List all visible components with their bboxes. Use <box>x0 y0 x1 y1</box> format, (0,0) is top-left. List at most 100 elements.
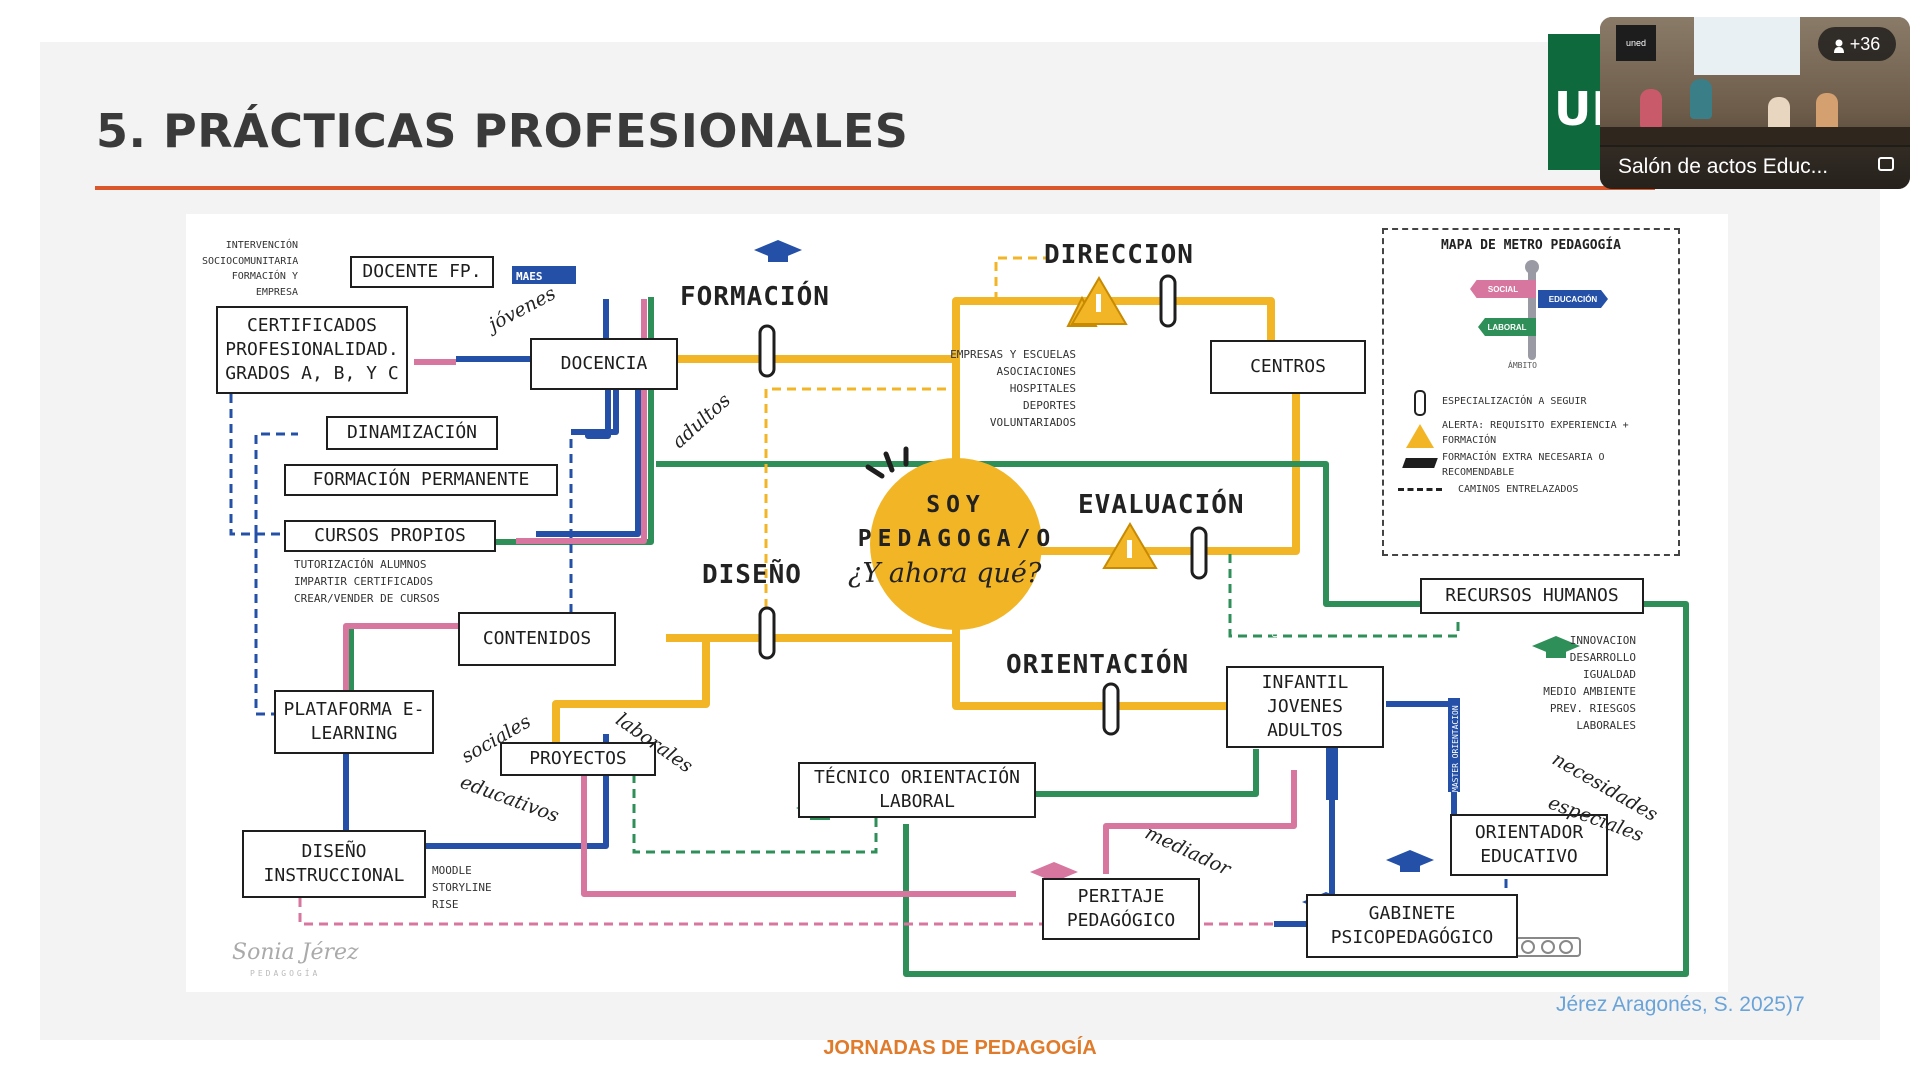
text-empresas: EMPRESAS Y ESCUELAS ASOCIACIONES HOSPITA… <box>950 348 1076 430</box>
box-cursos-propios: CURSOS PROPIOS <box>284 520 496 552</box>
capsule-group <box>758 274 1208 736</box>
legend-especializacion: ESPECIALIZACIÓN A SEGUIR <box>1442 396 1587 407</box>
sign-educacion: EDUCACIÓN <box>1538 290 1608 308</box>
heading-formacion: FORMACIÓN <box>680 282 830 312</box>
center-line1: SOY <box>926 492 986 518</box>
dashed-blue-plataforma <box>254 534 276 716</box>
dashed-yellow-diseno <box>764 387 956 638</box>
capsule-direccion <box>1159 274 1177 328</box>
video-room-table <box>1600 127 1910 147</box>
heading-orientacion: ORIENTACIÓN <box>1006 650 1190 680</box>
uned-logo-text: UI <box>1554 82 1609 136</box>
box-proyectos: PROYECTOS <box>500 742 656 776</box>
box-gabinete: GABINETE PSICOPEDAGÓGICO <box>1306 894 1518 958</box>
cap-recursos <box>1532 636 1580 658</box>
blue-line-x <box>585 359 611 439</box>
participants-badge[interactable]: +36 <box>1818 27 1896 61</box>
video-room-panel: uned <box>1616 25 1656 61</box>
master-orientacion-tag <box>1448 698 1460 792</box>
maes-tag <box>512 266 576 284</box>
box-contenidos: CONTENIDOS <box>458 612 616 666</box>
box-peritaje: PERITAJE PEDAGÓGICO <box>1042 878 1200 940</box>
sign-pole <box>1528 264 1536 360</box>
video-caption: Salón de actos Educ... <box>1600 145 1910 189</box>
slide-title: 5. PRÁCTICAS PROFESIONALES <box>96 104 909 158</box>
heading-diseno: DISEÑO <box>702 560 802 590</box>
heading-direccion: DIRECCION <box>1044 240 1194 270</box>
legend-alerta: ALERTA: REQUISITO EXPERIENCIA + FORMACIÓ… <box>1442 420 1629 446</box>
cap-maes <box>754 240 802 262</box>
video-person <box>1640 89 1662 129</box>
legend-cap-icon <box>1402 458 1438 468</box>
capsule-evaluacion <box>1190 526 1208 580</box>
text-intervencion: INTERVENCIÓN SOCIOCOMUNITARIA FORMACIÓN … <box>202 240 299 298</box>
text-innovacion: INNOVACION DESARROLLO IGUALDAD MEDIO AMB… <box>1543 634 1636 733</box>
video-tile[interactable]: uned +36 Salón de actos Educ... <box>1600 17 1910 189</box>
dashed-blue-dinamizacion <box>254 432 298 534</box>
video-person <box>1816 93 1838 133</box>
text-tutorizacion: TUTORIZACIÓN ALUMNOS IMPARTIR CERTIFICAD… <box>294 558 440 606</box>
box-plataforma: PLATAFORMA E-LEARNING <box>274 690 434 754</box>
blue-line-orientador <box>1386 701 1457 824</box>
green-line-tecnico <box>1034 749 1259 797</box>
sign-ambito: ÁMBITO <box>1508 361 1537 370</box>
uned-logo-strip: UI <box>1548 34 1608 170</box>
alert-group <box>1066 276 1158 569</box>
box-diseno-instruccional: DISEÑO INSTRUCCIONAL <box>242 830 426 898</box>
legend-capsule-icon <box>1414 390 1426 416</box>
metro-map: INTERVENCIÓN SOCIOCOMUNITARIA FORMACIÓN … <box>186 214 1728 992</box>
heading-evaluacion: EVALUACIÓN <box>1078 490 1245 520</box>
citation: Jérez Aragonés, S. 2025)7 <box>1556 993 1805 1016</box>
box-docencia: DOCENCIA <box>530 338 678 390</box>
box-tecnico-orientacion: TÉCNICO ORIENTACIÓN LABORAL <box>798 762 1036 818</box>
dashed-yellow-direccion <box>994 256 1046 301</box>
text-master-orientacion: MASTER ORIENTACION <box>1451 705 1460 792</box>
box-recursos-humanos: RECURSOS HUMANOS <box>1420 578 1644 614</box>
dashed-line-group <box>229 256 1508 938</box>
box-dinamizacion: DINAMIZACIÓN <box>326 416 498 450</box>
capsule-orientacion <box>1102 682 1120 736</box>
dashed-pink-bottom <box>298 898 1276 926</box>
dashed-blue-left <box>229 364 284 536</box>
capsule-formacion <box>758 324 776 378</box>
participants-count: +36 <box>1849 33 1881 54</box>
pink-line-docencia <box>516 299 647 544</box>
capsule-diseno <box>758 606 776 660</box>
yellow-line-proyectos <box>552 638 710 762</box>
text-moodle: MOODLE STORYLINE RISE <box>432 864 492 912</box>
box-formacion-permanente: FORMACIÓN PERMANENTE <box>284 464 558 496</box>
cap-orientador <box>1386 850 1434 872</box>
center-circle <box>870 458 1042 630</box>
text-maes: MAES <box>516 270 543 283</box>
pin-icon[interactable] <box>1878 157 1894 171</box>
box-orientador: ORIENTADOR EDUCATIVO <box>1450 814 1608 876</box>
center-sparks <box>865 446 909 479</box>
dashed-green-proyectos <box>632 774 878 854</box>
yellow-line-orientacion <box>952 634 1226 710</box>
legend-caminos: CAMINOS ENTRELAZADOS <box>1458 484 1579 495</box>
yellow-line-evaluacion <box>996 372 1300 555</box>
person-icon <box>1833 37 1844 53</box>
box-docente-fp: DOCENTE FP. <box>350 256 494 288</box>
title-rule <box>95 186 1655 190</box>
sign-social: SOCIAL <box>1470 280 1536 298</box>
legend-box: MAPA DE METRO PEDAGOGÍA SOCIAL EDUCACIÓN… <box>1382 228 1680 556</box>
sign-laboral: LABORAL <box>1478 318 1536 336</box>
box-infantil: INFANTIL JOVENES ADULTOS <box>1226 666 1384 748</box>
legend-formacion: FORMACIÓN EXTRA NECESARIA O RECOMENDABLE <box>1442 452 1605 478</box>
video-person <box>1690 79 1712 119</box>
signature-sub: PEDAGOGÍA <box>250 969 321 978</box>
dashed-green-evaluacion <box>1228 554 1460 638</box>
box-certificados: CERTIFICADOS PROFESIONALIDAD. GRADOS A, … <box>216 306 408 394</box>
pink-line-peritaje <box>581 774 1016 897</box>
legend-alert-icon <box>1406 424 1434 448</box>
sign-pole-top <box>1525 260 1539 274</box>
legend-dash-icon <box>1398 488 1442 491</box>
footer-event-name: JORNADAS DE PEDAGOGÍA <box>823 1037 1097 1059</box>
legend-title: MAPA DE METRO PEDAGOGÍA <box>1440 238 1621 253</box>
video-room-screen <box>1694 17 1800 75</box>
box-centros: CENTROS <box>1210 340 1366 394</box>
pink-line-mediador <box>1103 770 1297 874</box>
signature: Sonia Jérez <box>232 940 359 965</box>
center-line2: PEDAGOGA/O <box>857 526 1057 552</box>
